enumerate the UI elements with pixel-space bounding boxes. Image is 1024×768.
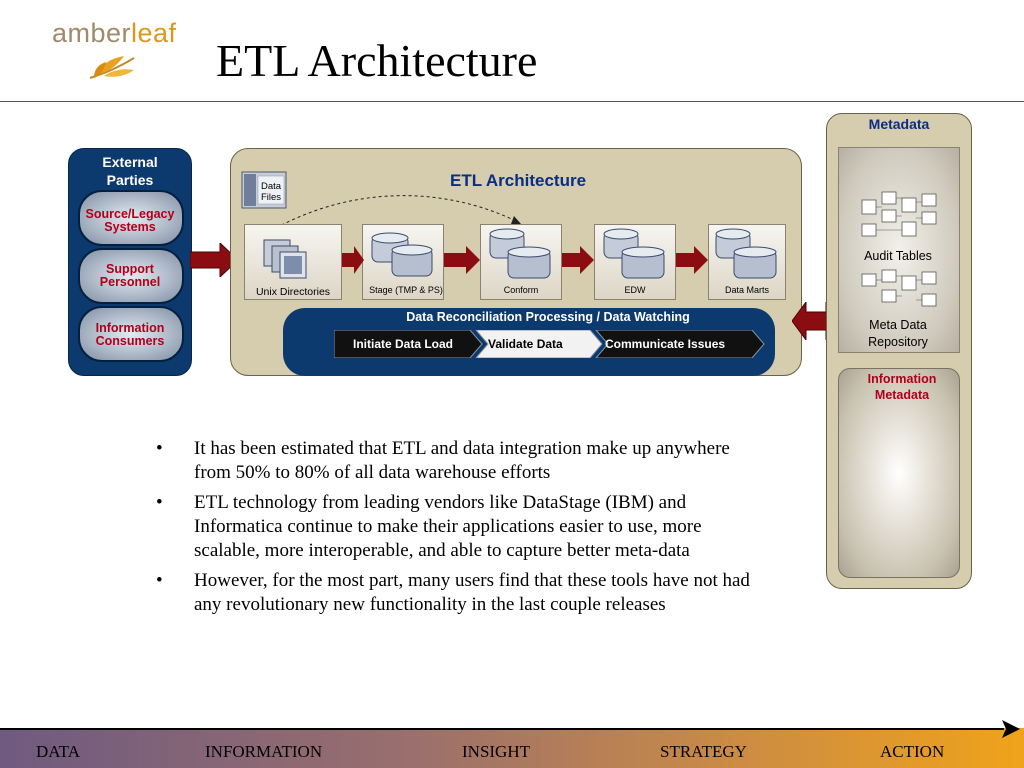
initiate-data-load-step: Initiate Data Load [353, 337, 454, 351]
page-title: ETL Architecture [216, 35, 538, 86]
footer-insight: INSIGHT [462, 742, 530, 761]
repository-schema-icon [861, 269, 937, 307]
information-metadata-box [838, 368, 960, 578]
reconciliation-chevrons [334, 330, 765, 358]
external-parties-title: External Parties [68, 153, 192, 189]
logo-text-leaf: leaf [131, 18, 177, 48]
meta-data-repository-label: Meta Data Repository [846, 317, 950, 351]
bullet-item: • ETL technology from leading vendors lik… [156, 491, 756, 563]
validate-data-step: Validate Data [488, 337, 563, 351]
information-metadata-label: Information Metadata [838, 371, 966, 403]
external-title-line2: Parties [106, 172, 154, 188]
footer-strategy: STRATEGY [660, 742, 747, 761]
edw-database-icon [603, 228, 665, 279]
bullet-dot-icon: • [156, 570, 163, 591]
meta-data-repository-box [838, 147, 960, 353]
information-consumers-line2: Consumers [95, 334, 165, 348]
source-legacy-line1: Source/Legacy [85, 207, 175, 221]
source-legacy-line2: Systems [104, 220, 156, 234]
conform-label: Conform [503, 285, 539, 295]
flow-arrow-2 [444, 246, 480, 274]
bullet-list: • It has been estimated that ETL and data… [156, 437, 756, 623]
folder-stack-icon [263, 239, 307, 279]
edw-label: EDW [624, 285, 646, 295]
footer-data: DATA [36, 742, 80, 761]
source-legacy-label: Source/Legacy Systems [74, 208, 186, 234]
repository-line1: Meta Data [869, 318, 927, 332]
footer-action: ACTION [880, 742, 945, 761]
bullet-dot-icon: • [156, 438, 163, 459]
support-personnel-label: Support Personnel [74, 263, 186, 289]
bullet-dot-icon: • [156, 492, 163, 513]
etl-panel-title: ETL Architecture [450, 171, 587, 190]
data-files-label: Data Files [256, 181, 286, 203]
bullet-item: • However, for the most part, many users … [156, 569, 756, 617]
info-meta-line2: Metadata [874, 388, 930, 402]
audit-tables-schema-icon [861, 191, 937, 237]
leaf-logo-icon [89, 56, 135, 79]
audit-tables-label: Audit Tables [864, 249, 932, 263]
communicate-issues-step: Communicate Issues [605, 337, 726, 351]
bullet-item: • It has been estimated that ETL and data… [156, 437, 756, 485]
external-title-line1: External [102, 154, 158, 170]
bullet-text: However, for the most part, many users f… [194, 570, 750, 615]
footer-gradient-bar [0, 728, 1024, 768]
conform-database-icon [489, 228, 551, 279]
info-meta-line1: Information [867, 372, 937, 386]
footer-arrow-icon [0, 720, 1020, 738]
reconciliation-title: Data Reconciliation Processing / Data Wa… [406, 310, 690, 324]
data-marts-database-icon [715, 228, 777, 279]
bullet-text: It has been estimated that ETL and data … [194, 438, 730, 483]
information-consumers-label: Information Consumers [74, 322, 186, 348]
metadata-title: Metadata [868, 116, 930, 132]
footer-information: INFORMATION [205, 742, 323, 761]
repository-line2: Repository [868, 335, 928, 349]
header-divider [0, 101, 1024, 102]
data-files-line1: Data [260, 181, 282, 192]
stage-tmp-ps-label: Stage (TMP & PS) [369, 285, 443, 295]
external-to-etl-arrow [190, 243, 238, 277]
support-personnel-line1: Support [106, 262, 154, 276]
data-marts-label: Data Marts [724, 285, 769, 295]
flow-arrow-1 [342, 246, 364, 274]
information-consumers-line1: Information [95, 321, 165, 335]
data-files-line2: Files [260, 192, 282, 203]
logo-text-amber: amber [52, 18, 132, 48]
source-legacy-node [78, 190, 184, 246]
bullet-text: ETL technology from leading vendors like… [194, 492, 702, 561]
support-personnel-line2: Personnel [99, 275, 161, 289]
flow-arrow-4 [676, 246, 708, 274]
amberleaf-logo-text: amberleaf [52, 18, 177, 49]
support-personnel-node [78, 248, 184, 304]
data-files-icon [241, 171, 287, 209]
information-consumers-node [78, 306, 184, 362]
unix-directories-label: Unix Directories [255, 286, 331, 298]
stage-database-icon [371, 232, 433, 277]
data-files-flow-arc [275, 195, 521, 229]
flow-arrow-3 [562, 246, 594, 274]
